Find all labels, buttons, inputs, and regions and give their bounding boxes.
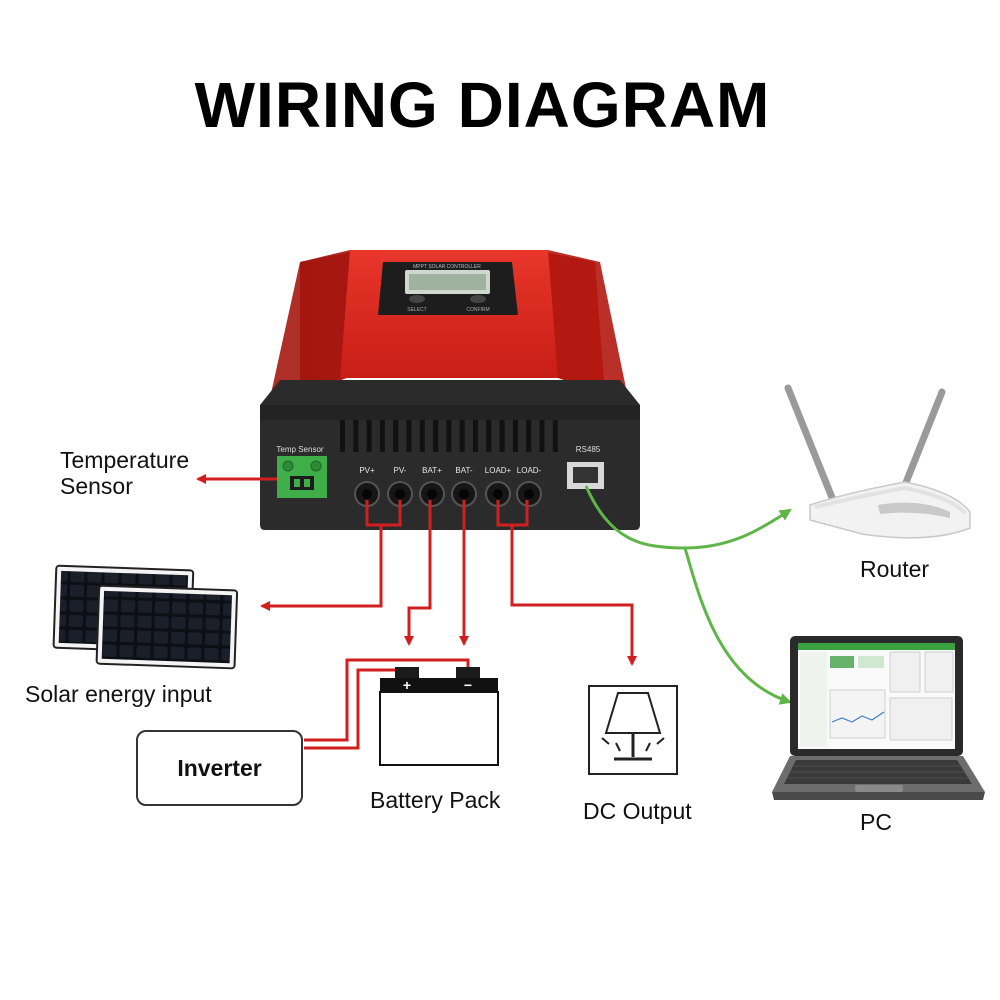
vent-slot — [552, 420, 558, 452]
rs485-label: RS485 — [576, 445, 601, 454]
confirm-button — [470, 295, 486, 303]
select-button-label: SELECT — [407, 307, 426, 313]
terminal-label: BAT- — [455, 466, 473, 475]
vent-slot — [353, 420, 359, 452]
pc-cable — [683, 547, 792, 705]
router-cable — [584, 485, 792, 550]
inverter-label: Inverter — [177, 754, 262, 781]
terminal-socket-hole — [395, 489, 405, 499]
terminal-label: BAT+ — [422, 466, 442, 475]
terminal-label: PV+ — [359, 466, 375, 475]
vent-slots — [340, 420, 558, 452]
battery-pack-label: Battery Pack — [370, 787, 501, 813]
vent-slot — [539, 420, 545, 452]
vent-slot — [459, 420, 465, 452]
terminal-socket-hole — [362, 489, 372, 499]
vent-slot — [379, 420, 385, 452]
vent-slot — [499, 420, 505, 452]
battery-icon: + − — [379, 667, 499, 766]
vent-slot — [486, 420, 492, 452]
vent-slot — [446, 420, 452, 452]
terminal-socket-hole — [493, 489, 503, 499]
vent-slot — [340, 420, 345, 452]
inverter-wire-minus — [304, 658, 470, 742]
select-button — [409, 295, 425, 303]
confirm-button-label: CONFIRM — [466, 307, 489, 313]
vent-slot — [393, 420, 399, 452]
vent-slot — [406, 420, 412, 452]
lamp-icon — [588, 685, 678, 775]
load-wire — [510, 525, 637, 666]
terminal-socket-hole — [524, 489, 534, 499]
laptop-icon — [772, 636, 985, 800]
temp-sensor-label: Temp Sensor — [276, 445, 323, 454]
router-label: Router — [860, 556, 930, 582]
vent-slot — [473, 420, 478, 452]
vent-slot — [433, 420, 439, 452]
terminal-socket-hole — [459, 489, 469, 499]
data-wires — [584, 485, 792, 705]
pv-wire — [260, 525, 383, 611]
inverter-box: Inverter — [136, 730, 303, 806]
temperature-sensor-label: Temperature Sensor — [60, 447, 190, 499]
battery-plus-sign: + — [403, 677, 411, 693]
terminal-label: LOAD- — [517, 466, 542, 475]
battery-minus-sign: − — [464, 677, 472, 693]
vent-slot — [366, 420, 372, 452]
page-title: WIRING DIAGRAM — [194, 69, 771, 141]
dc-output-label: DC Output — [583, 798, 692, 824]
vent-slot — [526, 420, 532, 452]
solar-panel-icon — [52, 564, 239, 670]
pc-label: PC — [860, 809, 892, 835]
vent-slot — [419, 420, 425, 452]
solar-controller: MPPT SOLAR CONTROLLER SELECT CONFIRM Tem… — [260, 250, 640, 530]
bat-plus-wire — [404, 500, 432, 646]
vent-slot — [512, 420, 518, 452]
solar-energy-input-label: Solar energy input — [25, 681, 212, 707]
router-icon — [784, 384, 971, 539]
terminal-label: PV- — [394, 466, 407, 475]
panel-label: MPPT SOLAR CONTROLLER — [413, 264, 481, 270]
terminal-socket-hole — [427, 489, 437, 499]
terminal-label: LOAD+ — [485, 466, 512, 475]
